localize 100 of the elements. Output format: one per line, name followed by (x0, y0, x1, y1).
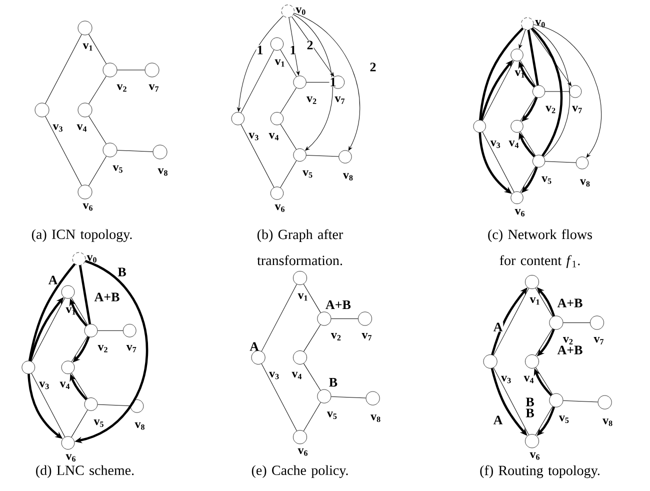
arrow (237, 16, 284, 112)
edge-label: B (117, 267, 127, 277)
caption: (d) LNC scheme. (36, 465, 134, 478)
vertex-circle (84, 324, 98, 338)
link-line (97, 330, 124, 331)
arrow (530, 28, 572, 86)
vertex-label: v$_{2}$ (546, 106, 556, 114)
vertex-label: v$_{0}$ (86, 255, 96, 263)
flow-line (530, 27, 563, 157)
vertex-label: v$_{4}$ (292, 372, 302, 380)
vertex-label: v$_{8}$ (158, 168, 168, 176)
vertex-label: v$_{2}$ (330, 333, 341, 340)
vertex-label: v$_{1}$ (514, 70, 524, 78)
vertex-label: v$_{6}$ (82, 203, 93, 211)
vertex-circle (270, 112, 284, 126)
vertex-circle (144, 62, 160, 78)
link-line (303, 284, 321, 313)
link-line (280, 124, 297, 150)
link-line (261, 284, 297, 352)
vertex-circle (84, 398, 98, 411)
flow-line (479, 27, 524, 120)
cache-label: B (329, 378, 338, 387)
vertex-circle (22, 360, 36, 374)
link-line (71, 410, 88, 438)
link-line (280, 160, 297, 188)
link-line (280, 49, 297, 77)
link-line (303, 363, 321, 391)
vertex-label: v$_{3}$ (248, 132, 258, 140)
vertex-label: v$_{0}$ (296, 8, 306, 15)
link-line (303, 324, 321, 352)
vertex-circle (78, 102, 92, 118)
vertex-circle (72, 252, 86, 266)
vertex-circle (317, 389, 332, 404)
flow-line (28, 263, 76, 362)
edge-label: B (525, 397, 535, 407)
vertex-label: v$_{5}$ (94, 420, 104, 427)
vertex-label: v$_{5}$ (112, 165, 122, 173)
link-line (562, 400, 598, 402)
link-line (97, 404, 131, 406)
arrow (293, 14, 333, 151)
link-line (45, 34, 82, 104)
vertex-label: v$_{6}$ (66, 454, 76, 462)
link-line (562, 322, 590, 323)
vertex-circle (525, 275, 539, 289)
vertex-label: v$_{8}$ (134, 422, 144, 430)
vertex-circle (270, 37, 284, 51)
vertex-circle (366, 391, 380, 406)
vertex-label: v$_{4}$ (60, 382, 70, 390)
caption: (f) Routing topology. (480, 465, 600, 478)
vertex-circle (549, 316, 564, 330)
vertex-circle (510, 48, 524, 62)
link-line (240, 50, 274, 114)
vertex-label: v$_{4}$ (76, 124, 87, 132)
vertex-circle (521, 17, 534, 30)
edge-label: 1 (256, 45, 264, 55)
link-line (88, 156, 107, 186)
caption: (c) Network flows for content f$_{1}$. (488, 229, 592, 268)
vertex-label: v$_{7}$ (126, 344, 136, 352)
vertex-circle (102, 142, 118, 158)
vertex-circle (532, 154, 546, 168)
edge-label: A+B (556, 298, 584, 308)
link-line (88, 76, 106, 104)
vertex-label: v$_{7}$ (148, 84, 159, 92)
vertex-label: v$_{4}$ (524, 376, 534, 384)
link-line (330, 396, 366, 398)
vertex-label: v$_{4}$ (508, 140, 519, 148)
vertex-circle (510, 120, 524, 133)
link-line (544, 91, 570, 92)
vertex-label: v$_{1}$ (530, 297, 540, 305)
vertex-circle (78, 184, 92, 200)
edge-label: A+B (94, 292, 120, 302)
vertex-circle (293, 148, 306, 162)
vertex-label: v$_{3}$ (490, 140, 500, 148)
vertex-circle (532, 85, 546, 98)
vertex-circle (152, 144, 168, 160)
cache-label: A+B (326, 300, 351, 309)
vertex-label: v$_{1}$ (82, 43, 92, 51)
vertex-label: v$_{1}$ (298, 293, 308, 301)
vertex-label: v$_{2}$ (98, 344, 108, 352)
link-line (303, 402, 321, 432)
vertex-circle (590, 316, 604, 330)
vertex-circle (61, 436, 75, 450)
vertex-circle (231, 112, 244, 126)
arrow (291, 16, 334, 77)
vertex-label: v$_{8}$ (370, 414, 380, 422)
vertex-circle (34, 102, 50, 118)
vertex-label: v$_{7}$ (362, 333, 372, 340)
vertex-label: v$_{6}$ (514, 209, 525, 216)
vertex-label: v$_{1}$ (274, 59, 284, 67)
vertex-circle (293, 76, 306, 89)
vertex-label: v$_{8}$ (580, 179, 590, 187)
vertex-circle (270, 186, 284, 200)
edge-label: A (48, 275, 58, 285)
edge-label: 1 (329, 77, 337, 87)
vertex-circle (78, 20, 92, 36)
vertex-label: v$_{5}$ (558, 416, 569, 423)
vertex-label: v$_{5}$ (326, 412, 337, 419)
flow-line (527, 30, 539, 86)
link-line (116, 150, 154, 152)
link-line (280, 88, 297, 114)
